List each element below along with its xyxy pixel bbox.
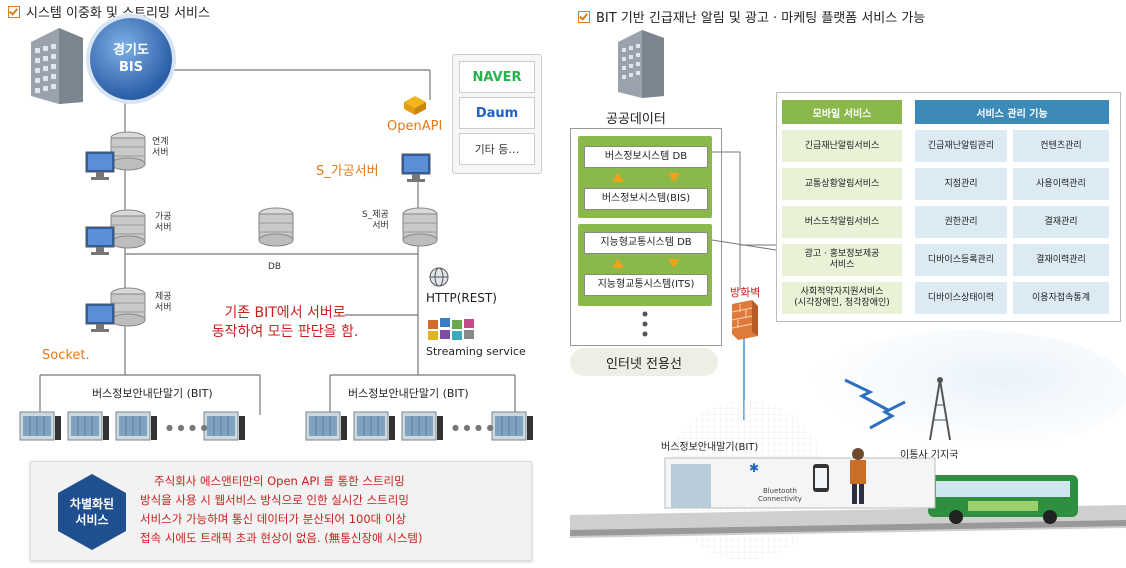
right-heading: BIT 기반 긴급재난 알림 및 광고 · 마케팅 플랫폼 서비스 가능: [578, 7, 925, 26]
street-scene: [570, 330, 1126, 560]
server-icon-link: [110, 131, 146, 171]
mobile-service-item: 긴급재난알림서비스: [782, 130, 902, 162]
partner-daum: Daum: [459, 97, 535, 129]
left-heading: 시스템 이중화 및 스트리밍 서비스: [8, 2, 210, 21]
sync-arrows: [612, 259, 680, 268]
note-text: 기존 BIT에서 서버로 동작하여 모든 판단을 함.: [211, 305, 359, 340]
management-header: 서비스 관리 기능: [915, 100, 1109, 124]
building-icon: [31, 28, 83, 104]
db-item: 버스정보시스템(BIS): [584, 188, 708, 210]
checkbox-icon: [578, 10, 590, 23]
management-item: 디바이스상태이력: [915, 282, 1007, 314]
device-ellipsis-right: ● ● ● ●: [452, 423, 495, 432]
openapi-icon: [404, 96, 426, 115]
bluetooth-icon: ✱: [749, 461, 760, 475]
server-label-link: 연계 서버: [152, 137, 169, 158]
mobile-service-item: 교통상황알림서비스: [782, 168, 902, 200]
management-item: 긴급재난알림관리: [915, 130, 1007, 162]
server-label-process: 가공 서버: [155, 212, 172, 233]
server-icon-s-provide: [402, 207, 438, 247]
description-line: 주식회사 에스앤티만의 Open API 를 통한 스트리밍: [154, 474, 405, 488]
tower-label: 이통사 기지국: [900, 450, 959, 461]
server-label-provide: 제공 서버: [155, 292, 172, 313]
management-item: 컨텐츠관리: [1013, 130, 1109, 162]
management-item: 결재관리: [1013, 206, 1109, 238]
bis-circle: 경기도 BIS: [90, 18, 172, 100]
bit-scene-label: 버스정보안내말기(BIT): [661, 442, 759, 453]
checkbox-icon: [8, 5, 20, 18]
server-icon-provide: [110, 287, 146, 327]
badge-text: 차별화된 서비스: [69, 497, 115, 527]
description-line: 서비스가 가능하며 통신 데이터가 분산되어 100대 이상: [140, 512, 407, 526]
server-icon-process: [110, 209, 146, 249]
partner-naver: NAVER: [459, 61, 535, 93]
management-item: 권한관리: [915, 206, 1007, 238]
management-item: 이용자접속통계: [1013, 282, 1109, 314]
mobile-service-item: 버스도착알림서비스: [782, 206, 902, 238]
description-text: 주식회사 에스앤티만의 Open API 를 통한 스트리밍 방식을 사용 시 …: [140, 472, 520, 548]
mobile-services-header: 모바일 서비스: [782, 100, 902, 124]
db-label: DB: [268, 262, 282, 272]
bit-label-right: 버스정보안내단말기 (BIT): [342, 385, 475, 401]
left-connection-lines: [39, 69, 516, 415]
monitor-icon: [85, 151, 115, 180]
bit-label-left: 버스정보안내단말기 (BIT): [86, 385, 219, 401]
partner-panel: NAVER Daum 기타 등…: [452, 54, 542, 174]
firewall-icon: [731, 300, 758, 340]
management-item: 지점관리: [915, 168, 1007, 200]
building-icon: [618, 30, 664, 98]
server-label-s-provide: S_제공 서버: [362, 210, 389, 231]
sync-arrows: [612, 173, 680, 182]
monitor-icon: [85, 303, 115, 332]
badge-hexagon: [58, 474, 126, 550]
management-item: 사용이력관리: [1013, 168, 1109, 200]
bluetooth-label: Bluetooth Connectivity: [758, 487, 802, 503]
firewall-label: 방화벽: [730, 286, 761, 299]
management-item: 디바이스등록관리: [915, 244, 1007, 276]
monitor-icon: [401, 153, 431, 182]
description-line: 접속 시에도 트래픽 초과 현상이 없음. (無통신장애 시스템): [140, 531, 423, 545]
streaming-label: Streaming service: [426, 345, 526, 358]
management-item: 결재이력관리: [1013, 244, 1109, 276]
monitor-icon: [85, 226, 115, 255]
description-line: 방식을 사용 시 웹서비스 방식으로 인한 실시간 스트리밍: [140, 493, 409, 507]
globe-icon: [429, 267, 449, 287]
openapi-label: OpenAPI: [387, 119, 443, 134]
public-data-label: 공공데이터: [606, 112, 666, 127]
partner-etc: 기타 등…: [459, 133, 535, 165]
streaming-icon: [428, 318, 474, 340]
http-label: HTTP(REST): [426, 291, 497, 305]
device-ellipsis-left: ● ● ● ●: [166, 423, 209, 432]
mobile-service-item: 광고 · 홍보정보제공 서비스: [782, 244, 902, 276]
mobile-service-item: 사회적약자지원서비스 (시각장애인, 청각장애인): [782, 282, 902, 314]
socket-label: Socket.: [42, 348, 90, 363]
s-server-label: S_가공서버: [316, 164, 379, 179]
vertical-ellipsis: [642, 311, 648, 337]
internet-pill: 인터넷 전용선: [570, 348, 718, 376]
db-item: 지능형교통시스템(ITS): [584, 274, 708, 296]
db-item: 버스정보시스템 DB: [584, 146, 708, 168]
db-item: 지능형교통시스템 DB: [584, 232, 708, 254]
db-icon: [258, 207, 294, 247]
